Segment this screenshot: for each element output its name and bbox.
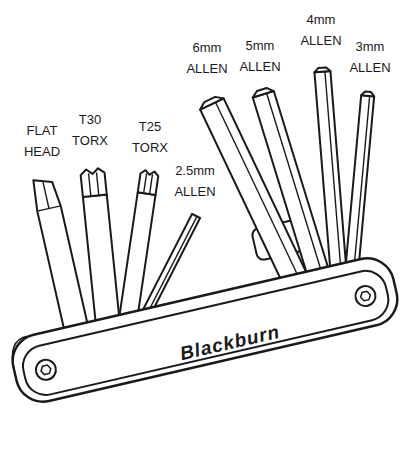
allen-key-4mm	[314, 67, 348, 291]
bolt	[353, 284, 377, 308]
part-label: 5mm ALLEN	[239, 35, 280, 77]
part-label: T30 TORX	[72, 109, 108, 151]
bolt	[34, 358, 58, 382]
part-label: 4mm ALLEN	[300, 9, 341, 51]
part-label: 3mm ALLEN	[349, 36, 390, 78]
part-label: 2.5mm ALLEN	[174, 160, 215, 202]
part-label: T25 TORX	[132, 116, 168, 158]
part-label: 6mm ALLEN	[186, 37, 227, 79]
tool-body	[7, 253, 400, 407]
part-label: FLAT HEAD	[24, 120, 60, 162]
